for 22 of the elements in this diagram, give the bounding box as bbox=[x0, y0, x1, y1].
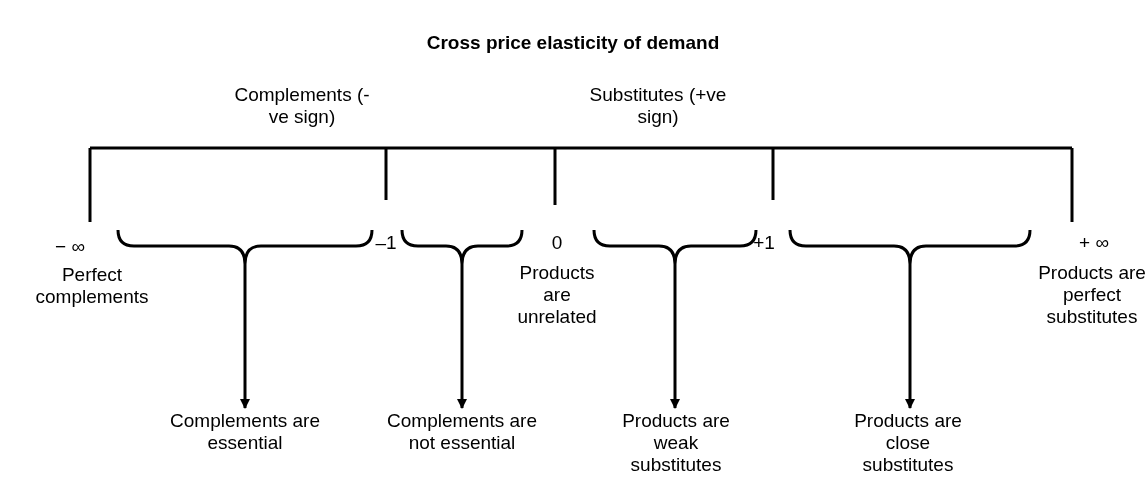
scale-note: Products are perfect substitutes bbox=[1037, 262, 1146, 328]
scale-note: Perfect complements bbox=[34, 264, 150, 308]
curly-bracket bbox=[788, 229, 1032, 266]
outcome-text: Complements are not essential bbox=[387, 410, 537, 454]
scale-value: 0 bbox=[550, 232, 564, 254]
category-label: Substitutes (+ve sign) bbox=[588, 84, 728, 128]
curly-bracket bbox=[116, 229, 374, 266]
scale-value: –1 bbox=[374, 232, 398, 254]
outcome-text: Products are close substitutes bbox=[838, 410, 978, 476]
curly-bracket bbox=[400, 229, 524, 266]
scale-note: Products are unrelated bbox=[516, 262, 598, 328]
outcome-text: Products are weak substitutes bbox=[606, 410, 746, 476]
arrow bbox=[457, 264, 467, 409]
category-label: Complements (-ve sign) bbox=[233, 84, 371, 128]
arrow bbox=[670, 264, 680, 409]
scale-value: − ∞ bbox=[54, 236, 86, 258]
arrow bbox=[905, 264, 915, 409]
arrow bbox=[240, 264, 250, 409]
scale-value: + ∞ bbox=[1078, 232, 1110, 254]
outcome-text: Complements are essential bbox=[170, 410, 320, 454]
scale-value: +1 bbox=[752, 232, 776, 254]
diagram-title: Cross price elasticity of demand bbox=[425, 32, 721, 54]
